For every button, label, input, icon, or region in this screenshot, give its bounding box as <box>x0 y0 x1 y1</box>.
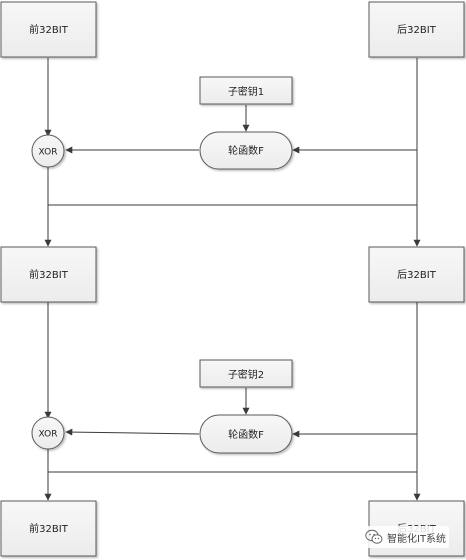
right-block-1: 后32BIT <box>368 1 465 58</box>
xor-node-2-label: XOR <box>39 430 58 440</box>
xor-node-2: XOR <box>31 416 65 450</box>
subkey-2: 子密钥2 <box>199 359 293 388</box>
right-block-2-label: 后32BIT <box>397 269 437 281</box>
round-function-2-label: 轮函数F <box>228 428 264 441</box>
round-function-1-label: 轮函数F <box>228 144 264 157</box>
round-function-1: 轮函数F <box>199 131 293 170</box>
right-block-2: 后32BIT <box>368 246 465 303</box>
left-block-1: 前32BIT <box>0 1 97 58</box>
edge-f2-to-xor2 <box>65 428 200 436</box>
left-block-3: 前32BIT <box>0 500 97 557</box>
left-block-3-label: 前32BIT <box>29 522 69 535</box>
subkey-1-label: 子密钥1 <box>228 85 264 98</box>
connectors <box>44 58 421 501</box>
watermark: 智能化IT系统 <box>362 526 450 548</box>
left-block-2: 前32BIT <box>0 246 97 303</box>
round-function-2: 轮函数F <box>199 414 293 454</box>
xor-node-1-label: XOR <box>39 148 58 158</box>
subkey-1: 子密钥1 <box>199 76 293 105</box>
wechat-icon <box>365 529 383 544</box>
watermark-text: 智能化IT系统 <box>387 533 447 545</box>
right-block-1-label: 后32BIT <box>397 24 437 36</box>
subkey-2-label: 子密钥2 <box>228 368 264 381</box>
xor-node-1: XOR <box>31 134 65 168</box>
left-block-2-label: 前32BIT <box>29 268 69 281</box>
left-block-1-label: 前32BIT <box>29 23 69 36</box>
